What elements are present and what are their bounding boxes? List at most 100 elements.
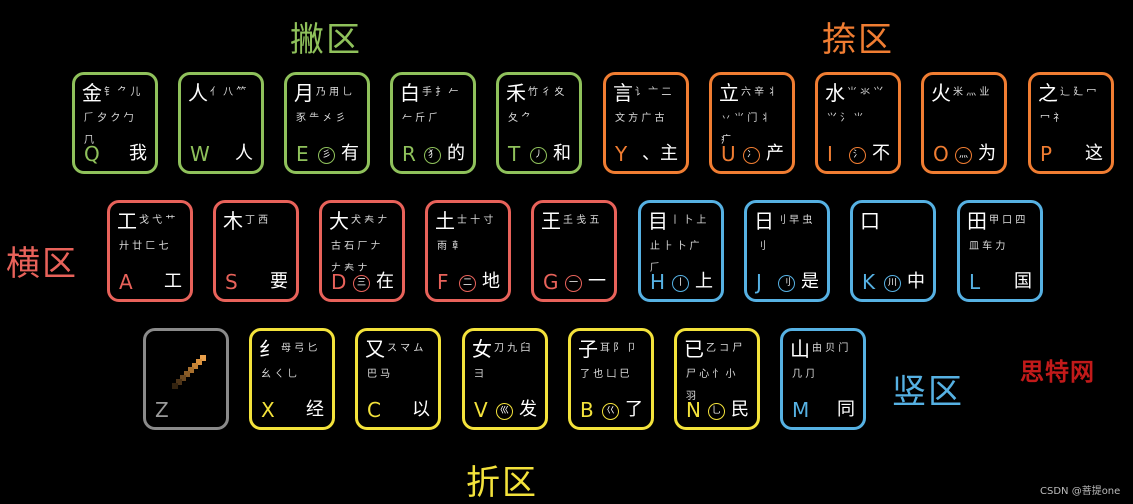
key-v-roots-1: 刀 九 臼 — [494, 343, 531, 354]
key-f-word: 地 — [482, 271, 500, 292]
key-t[interactable]: 禾 竹 彳 夊 夂 ⺈ T 丿 和 — [496, 72, 582, 174]
key-s-radical: 木 — [223, 209, 243, 233]
key-k-word: 中 — [907, 271, 925, 292]
key-u[interactable]: 立 六 辛 丬 丷 ⺌ 门 丬 疒 U 冫 产 — [709, 72, 795, 174]
key-z[interactable]: Z — [143, 328, 229, 430]
key-t-word: 和 — [553, 143, 571, 164]
key-o-letter: O — [933, 142, 949, 166]
key-j-word: 是 — [801, 271, 819, 292]
key-y-roots-2: 文 方 广 古 — [615, 113, 665, 124]
key-e-roots-2: 豕 ⺧ 㐅 彡 — [296, 113, 346, 124]
key-i-radical: 水 — [825, 81, 845, 105]
key-u-radical: 立 — [719, 81, 739, 105]
key-g-word: 一 — [588, 271, 606, 292]
key-b[interactable]: 子 耳 阝 卩 了 也 凵 巳 B 巜 了 — [568, 328, 654, 430]
brush-stroke-segment — [188, 367, 194, 373]
key-c[interactable]: 又 ス マ ム 巴 马 C 以 — [355, 328, 441, 430]
key-q-roots-2: 𠂆 夕 ク 勹 — [84, 113, 134, 124]
key-x-roots-2: 幺 ㄑ 乚 — [261, 369, 298, 380]
key-u-roots-1: 六 辛 丬 — [741, 87, 778, 98]
key-d-roots-3: 𠂇 𡗗 ナ — [331, 263, 368, 274]
key-h-stroke-circle: 丨 — [672, 275, 689, 292]
key-p-radical: 之 — [1038, 81, 1058, 105]
key-f[interactable]: 土 士 十 寸 雨 𠦝 F 二 地 — [425, 200, 511, 302]
key-d[interactable]: 大 犬 𡗗 𠂇 古 石 厂 𠂇 𠂇 𡗗 ナ D 三 在 — [319, 200, 405, 302]
key-u-word: 产 — [766, 143, 784, 164]
key-o-radical: 火 — [931, 81, 951, 105]
key-s-letter: S — [225, 270, 238, 294]
key-a[interactable]: 工 戈 弋 艹 廾 廿 匚 七 A 工 — [107, 200, 193, 302]
key-c-word: 以 — [412, 399, 430, 420]
key-n-stroke-circle: 乚 — [708, 403, 725, 420]
key-p-letter: P — [1040, 142, 1053, 166]
key-g[interactable]: 王 𡈼 戋 五 G 一 一 — [531, 200, 617, 302]
csdn-credit: CSDN @菩提one — [1040, 486, 1121, 497]
key-b-letter: B — [580, 398, 594, 422]
key-u-stroke-circle: 冫 — [743, 147, 760, 164]
key-q-roots-3: ⺇ — [84, 135, 94, 146]
key-m[interactable]: 山 由 贝 门 几 ⺆ M 同 — [780, 328, 866, 430]
key-r[interactable]: 白 手 扌 𠂉 𠂉 斤 ⺁ R ⺨ 的 — [390, 72, 476, 174]
key-f-radical: 土 — [435, 209, 455, 233]
key-c-roots-2: 巴 马 — [367, 369, 391, 380]
key-w-radical: 人 — [188, 81, 208, 105]
brush-stroke-segment — [200, 355, 206, 361]
key-b-radical: 子 — [578, 337, 598, 361]
key-d-stroke-circle: 三 — [353, 275, 370, 292]
key-h-letter: H — [650, 270, 666, 294]
key-y-word: 、主 — [642, 143, 678, 164]
zone-title-na: 捺区 — [822, 20, 894, 60]
key-y-letter: Y — [615, 142, 628, 166]
key-p[interactable]: 之 辶 廴 冖 冖 礻 P 这 — [1028, 72, 1114, 174]
key-m-letter: M — [792, 398, 810, 422]
key-f-roots-2: 雨 𠦝 — [437, 241, 461, 252]
key-x-word: 经 — [306, 399, 324, 420]
key-o[interactable]: 火 米 灬 业 O 灬 为 — [921, 72, 1007, 174]
key-a-roots-1: 戈 弋 艹 — [139, 215, 176, 226]
key-i[interactable]: 水 ⺌ 氺 ⺍ ⺍ 氵 ⺌ I 氵 不 — [815, 72, 901, 174]
key-t-letter: T — [508, 142, 521, 166]
brand-watermark: 思特网 — [1020, 358, 1095, 386]
key-u-letter: U — [721, 142, 736, 166]
key-h[interactable]: 目 丨 卜 上 止 ⺊ 卜 广 𠂆 H 丨 上 — [638, 200, 724, 302]
key-h-radical: 目 — [648, 209, 668, 233]
key-x[interactable]: 纟 母 弓 匕 幺 ㄑ 乚 X 经 — [249, 328, 335, 430]
key-j[interactable]: 日 刂 早 虫 刂 J 刂 是 — [744, 200, 830, 302]
key-a-roots-2: 廾 廿 匚 七 — [119, 241, 169, 252]
key-z-letter: Z — [155, 398, 169, 422]
key-l-letter: L — [969, 270, 981, 294]
key-m-roots-2: 几 ⺆ — [792, 369, 816, 380]
key-d-radical: 大 — [329, 209, 349, 233]
key-k-stroke-circle: 川 — [884, 275, 901, 292]
key-d-word: 在 — [376, 271, 394, 292]
key-v-word: 发 — [519, 399, 537, 420]
key-h-roots-2: 止 ⺊ 卜 广 — [650, 241, 700, 252]
key-c-radical: 又 — [365, 337, 385, 361]
key-a-letter: A — [119, 270, 133, 294]
key-w[interactable]: 人 亻 八 ⺮ W 人 — [178, 72, 264, 174]
key-c-letter: C — [367, 398, 381, 422]
key-q-radical: 金 — [82, 81, 102, 105]
key-q-roots-1: 钅 ⺈ 儿 — [104, 87, 141, 98]
key-p-word: 这 — [1085, 143, 1103, 164]
brush-stroke-segment — [192, 363, 198, 369]
key-b-roots-1: 耳 阝 卩 — [600, 343, 637, 354]
brush-stroke-segment — [172, 383, 178, 389]
brush-stroke-segment — [176, 379, 182, 385]
key-y[interactable]: 言 讠 亠 二 文 方 广 古 Y 、主 — [603, 72, 689, 174]
key-y-roots-1: 讠 亠 二 — [635, 87, 672, 98]
key-e-stroke-circle: 彡 — [318, 147, 335, 164]
key-e-word: 有 — [341, 143, 359, 164]
key-h-roots-1: 丨 卜 上 — [670, 215, 707, 226]
key-e[interactable]: 月 乃 用 ⺃ 豕 ⺧ 㐅 彡 E 彡 有 — [284, 72, 370, 174]
key-k[interactable]: 口 K 川 中 — [850, 200, 936, 302]
key-x-roots-1: 母 弓 匕 — [281, 343, 318, 354]
key-q[interactable]: 金 钅 ⺈ 儿 𠂆 夕 ク 勹 ⺇ Q 我 — [72, 72, 158, 174]
key-n[interactable]: 已 乙 コ 尸 尸 心 忄 小 羽 N 乚 民 — [674, 328, 760, 430]
key-k-radical: 口 — [860, 209, 880, 233]
key-m-roots-1: 由 贝 门 — [812, 343, 849, 354]
key-y-radical: 言 — [613, 81, 633, 105]
key-l[interactable]: 田 甲 口 四 皿 车 力 L 国 — [957, 200, 1043, 302]
key-v[interactable]: 女 刀 九 臼 彐 V 巛 发 — [462, 328, 548, 430]
key-s[interactable]: 木 丁 西 S 要 — [213, 200, 299, 302]
